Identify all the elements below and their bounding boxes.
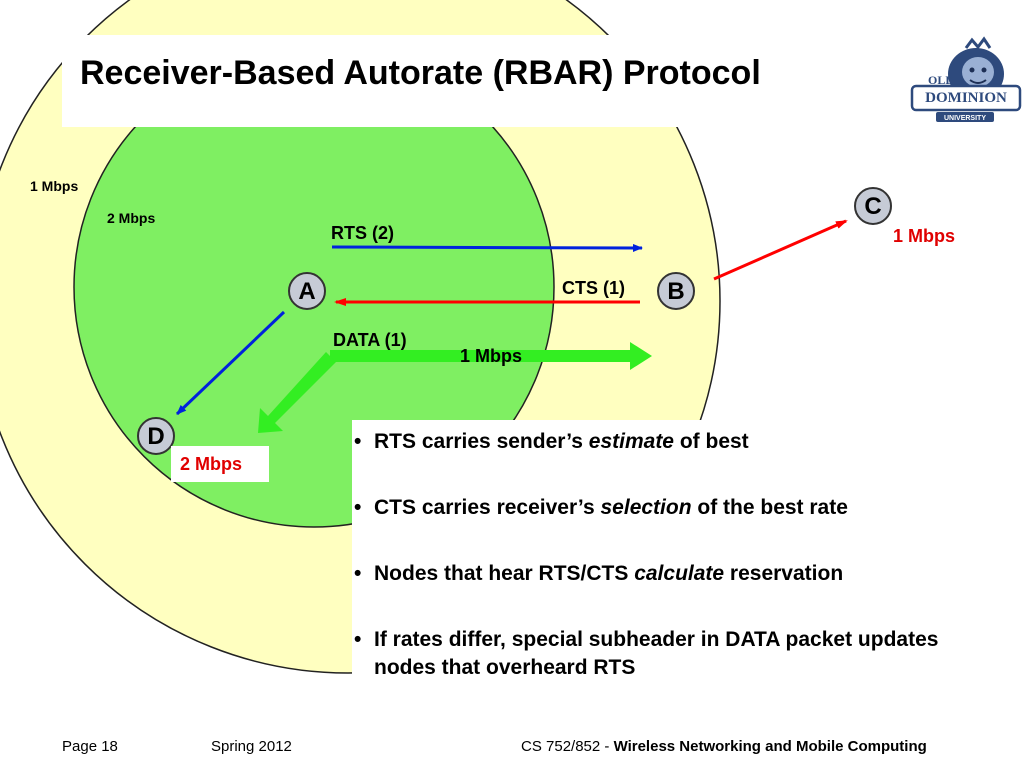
- bullet-list: RTS carries sender’s estimate of best CT…: [352, 428, 994, 720]
- rts-label: RTS (2): [331, 223, 394, 243]
- bullet-item: RTS carries sender’s estimate of best: [352, 428, 994, 456]
- inner-range-label: 2 Mbps: [107, 210, 156, 226]
- node-c: C: [854, 187, 892, 225]
- node-d-rate-label: 2 Mbps: [180, 454, 243, 474]
- logo-line-university: UNIVERSITY: [944, 115, 986, 122]
- logo-wordmark: DOMINION: [925, 90, 1007, 106]
- a-to-d-arrow: [175, 310, 286, 416]
- bullet-panel: RTS carries sender’s estimate of best CT…: [352, 420, 1024, 679]
- title-box: [62, 35, 906, 127]
- node-b: B: [657, 272, 695, 310]
- b-to-c-arrow: [713, 219, 848, 281]
- data-arrow-right: [330, 342, 652, 370]
- page-title: Receiver-Based Autorate (RBAR) Protocol: [80, 54, 761, 92]
- node-d-rate-box: [171, 446, 269, 482]
- node-c-rate-label: 1 Mbps: [893, 226, 956, 246]
- data-rate-label: 1 Mbps: [460, 346, 523, 366]
- lion-mascot-icon: DOMINION OLD UNIVERSITY: [910, 36, 1022, 122]
- logo-line-old: OLD: [928, 73, 954, 87]
- footer-term: Spring 2012: [211, 738, 292, 755]
- footer-page: Page 18: [62, 738, 118, 755]
- data-arrow-down: [258, 352, 336, 433]
- footer-course: CS 752/852 - Wireless Networking and Mob…: [521, 738, 927, 755]
- university-logo: DOMINION OLD UNIVERSITY: [906, 34, 1024, 130]
- footer-course-title: Wireless Networking and Mobile Computing: [613, 738, 927, 755]
- bullet-item: CTS carries receiver’s selection of the …: [352, 494, 994, 522]
- cts-label: CTS (1): [562, 278, 625, 298]
- node-a: A: [288, 272, 326, 310]
- bullet-item: If rates differ, special subheader in DA…: [352, 626, 994, 682]
- rts-arrow: [331, 243, 643, 252]
- node-d: D: [137, 417, 175, 455]
- outer-range-label: 1 Mbps: [30, 178, 79, 194]
- bullet-item: Nodes that hear RTS/CTS calculate reserv…: [352, 560, 994, 588]
- data-label: DATA (1): [333, 330, 407, 350]
